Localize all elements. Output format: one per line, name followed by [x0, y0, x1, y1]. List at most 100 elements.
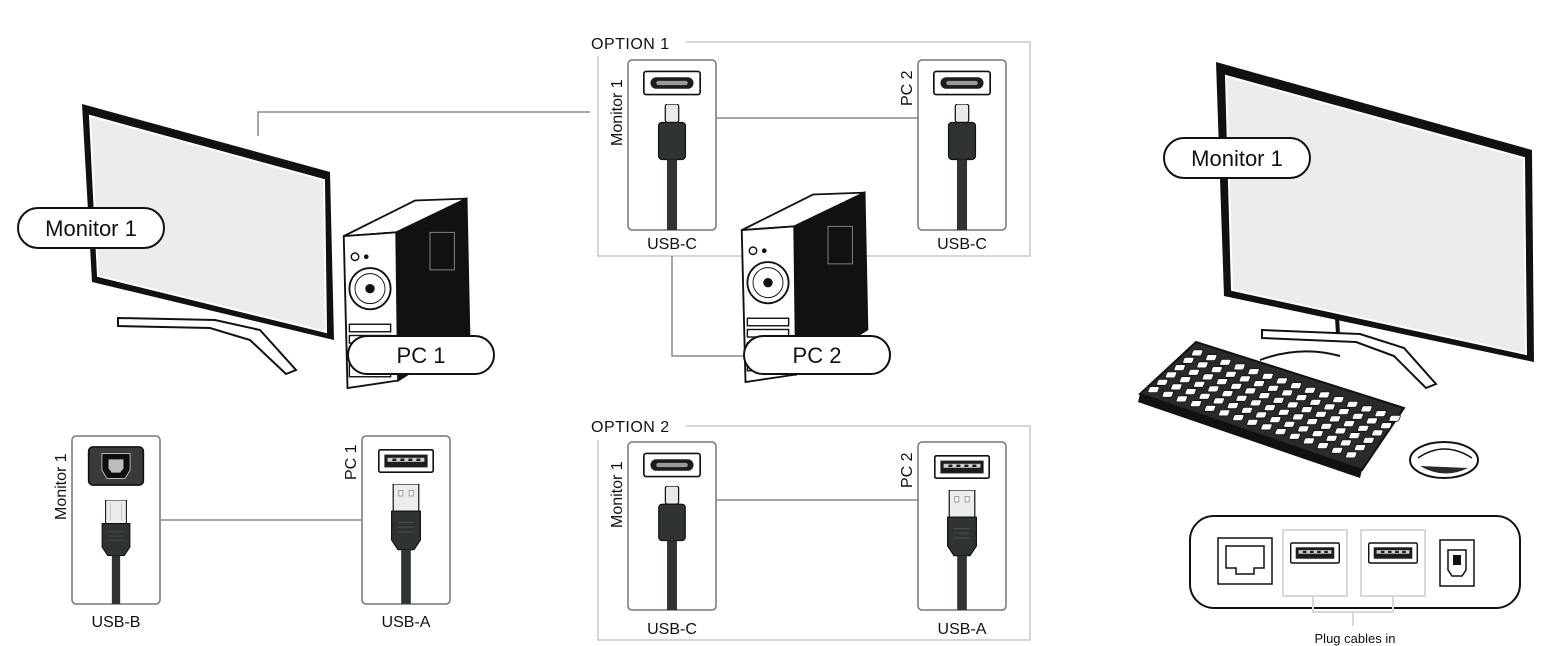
card-side-label: Monitor 1: [53, 453, 70, 520]
keyboard-key: [1314, 410, 1327, 418]
keyboard-key: [1291, 413, 1305, 421]
keyboard-key: [1286, 401, 1299, 409]
keyboard-key: [1295, 394, 1308, 402]
option1-group: OPTION 1 Monitor 1 USB-C PC 2 USB-C: [591, 36, 1031, 257]
card-side-label: PC 2: [899, 452, 916, 488]
monitor-label-right: Monitor 1: [1191, 146, 1283, 171]
keyboard-key: [1365, 417, 1378, 425]
option1-title: OPTION 1: [591, 36, 670, 53]
keyboard-key: [1240, 406, 1254, 414]
keyboard-key: [1249, 399, 1262, 407]
keyboard-key: [1331, 446, 1344, 454]
keyboard-key: [1283, 420, 1296, 428]
keyboard-key: [1187, 368, 1200, 376]
keyboard-key: [1255, 411, 1268, 419]
keyboard-key: [1275, 377, 1288, 385]
keyboard-key: [1179, 376, 1192, 384]
keyboard-key: [1351, 412, 1364, 420]
keyboard-key: [1306, 418, 1319, 426]
right-monitor: [1216, 62, 1534, 390]
card-side-label: PC 1: [343, 444, 360, 480]
keyboard-key: [1147, 386, 1160, 394]
keyboard-key: [1309, 398, 1322, 406]
keyboard-key: [1272, 396, 1285, 404]
keyboard-key: [1337, 408, 1350, 416]
ethernet-port-icon: [1217, 537, 1273, 585]
card-port-label: USB-C: [937, 236, 987, 253]
keyboard-key: [1311, 430, 1324, 438]
keyboard-key: [1219, 358, 1232, 366]
usb-b-port-icon: [1439, 539, 1475, 587]
card-port-label: USB-A: [938, 621, 987, 638]
keyboard-key: [1232, 414, 1245, 422]
keyboard-key: [1182, 356, 1195, 364]
keyboard-key: [1263, 404, 1276, 412]
card-side-label: Monitor 1: [609, 79, 626, 146]
left-card-pc: PC 1 USB-A: [343, 435, 451, 631]
keyboard-key: [1210, 366, 1223, 374]
pc1-label: PC 1: [397, 343, 446, 368]
keyboard-key: [1325, 434, 1338, 442]
keyboard-key: [1258, 392, 1271, 400]
keyboard-key: [1303, 386, 1317, 394]
usb-c-port-icon: [933, 70, 991, 96]
keyboard-key: [1374, 410, 1387, 418]
keyboard-key: [1334, 427, 1347, 435]
card-port-label: USB-C: [647, 236, 697, 253]
keyboard-key: [1388, 414, 1401, 422]
card-side-label: PC 2: [899, 70, 916, 106]
keyboard-key: [1184, 388, 1197, 396]
keyboard-key: [1320, 422, 1333, 430]
pc2-label: PC 2: [793, 343, 842, 368]
keyboard-key: [1323, 403, 1336, 411]
keyboard-key: [1360, 405, 1373, 413]
option1-right-card: PC 2 USB-C: [899, 59, 1007, 253]
keyboard-key: [1345, 451, 1358, 459]
keyboard-key: [1191, 349, 1204, 357]
keyboard-key: [1215, 378, 1229, 386]
keyboard-key: [1246, 418, 1259, 426]
keyboard-key: [1318, 391, 1331, 399]
keyboard-key: [1357, 424, 1370, 432]
pc1-label-pill: PC 1: [347, 335, 495, 375]
connector-line: [257, 111, 590, 136]
keyboard-key: [1218, 409, 1231, 417]
keyboard-key: [1212, 397, 1225, 405]
keyboard-key: [1353, 444, 1367, 452]
keyboard-key: [1173, 364, 1186, 372]
monitor-label-pill-right: Monitor 1: [1163, 137, 1311, 179]
keyboard-key: [1328, 415, 1342, 423]
option2-right-card: PC 2 USB-A: [899, 441, 1007, 638]
usb-a-port-icon: [1290, 542, 1340, 564]
keyboard-icon: [1138, 340, 1406, 478]
connector-line: [671, 256, 750, 357]
keyboard-key: [1339, 439, 1352, 447]
usb-a-port-icon: [378, 448, 434, 474]
usb-c-port-icon: [643, 452, 701, 478]
keyboard-key: [1156, 378, 1169, 386]
keyboard-key: [1289, 382, 1302, 390]
keyboard-key: [1196, 361, 1209, 369]
keyboard-key: [1371, 429, 1384, 437]
keyboard-key: [1362, 436, 1375, 444]
option1-left-card: Monitor 1 USB-C: [609, 59, 717, 253]
card-port-label: USB-C: [647, 621, 697, 638]
keyboard-key: [1300, 406, 1313, 414]
keyboard-key: [1164, 371, 1178, 379]
keyboard-key: [1252, 380, 1266, 388]
keyboard-key: [1274, 428, 1287, 436]
left-card-monitor: Monitor 1 USB-B: [53, 435, 161, 631]
keyboard-key: [1201, 373, 1214, 381]
keyboard-key: [1269, 416, 1282, 424]
keyboard-key: [1247, 368, 1260, 376]
keyboard-key: [1205, 354, 1218, 362]
keyboard-key: [1221, 390, 1234, 398]
keyboard-key: [1235, 394, 1248, 402]
pc2-label-pill: PC 2: [743, 335, 891, 375]
option2-group: OPTION 2 Monitor 1 USB-C PC 2 USB-A: [591, 419, 1031, 641]
keyboard-key: [1267, 384, 1280, 392]
usb-a-port-icon: [934, 454, 990, 480]
keyboard-key: [1260, 423, 1273, 431]
keyboard-key: [1297, 425, 1310, 433]
keyboard-key: [1204, 404, 1217, 412]
